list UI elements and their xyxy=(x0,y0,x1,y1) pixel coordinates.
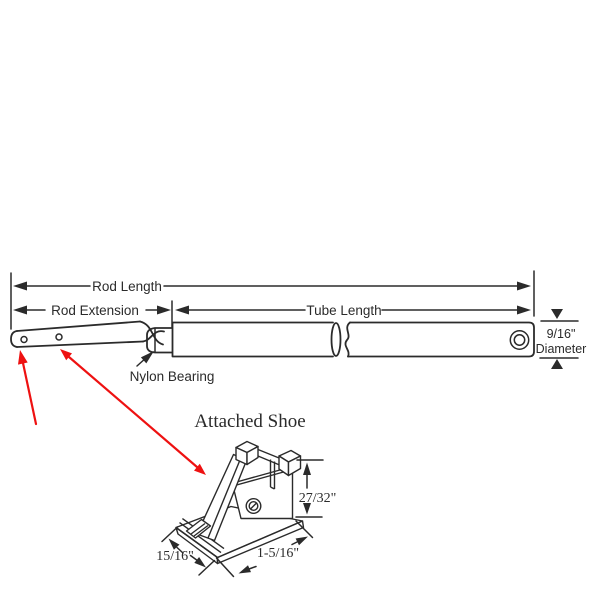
shoe-cube-right xyxy=(287,455,302,477)
bearing-outline xyxy=(146,327,173,354)
rod-top-edge xyxy=(16,320,141,332)
shoe-cam-outer xyxy=(245,498,262,515)
tube-length-dimension: Tube Length xyxy=(175,303,531,318)
arrowhead-left-icon xyxy=(13,305,27,315)
arrowhead-left-icon xyxy=(175,305,189,315)
red-arrowhead-icon xyxy=(18,350,28,365)
tube-break-end xyxy=(330,322,342,357)
red-arrowhead-icon xyxy=(194,463,206,475)
dim-shaft xyxy=(248,565,257,570)
bearing-drawing xyxy=(146,327,173,354)
tube-length-label: Tube Length xyxy=(306,303,381,318)
shoe-width-dimension: 1-5/16" xyxy=(215,520,314,578)
rod-taper-lower xyxy=(142,330,165,343)
dim-tick xyxy=(198,559,216,576)
shoe-cam-slot xyxy=(250,502,257,510)
shoe-cam-inner xyxy=(248,501,259,512)
rod-bottom-edge xyxy=(16,340,144,348)
arrowhead-icon xyxy=(168,538,180,550)
rod-taper-upper xyxy=(139,320,164,346)
attached-shoe-title: Attached Shoe xyxy=(194,411,305,432)
rod-rivet-hole xyxy=(20,335,28,344)
arrowhead-icon xyxy=(238,565,251,574)
rod-extension-dimension: Rod Extension xyxy=(13,303,171,318)
shoe-drawing xyxy=(175,440,305,565)
arrowhead-right-icon xyxy=(517,281,531,291)
tube-drawing xyxy=(171,321,535,358)
arrowhead-icon xyxy=(140,351,154,364)
tube-end-hole-outer xyxy=(509,330,530,350)
arrowhead-icon xyxy=(194,557,206,568)
arrowhead-left-icon xyxy=(13,281,27,291)
dim-tick xyxy=(215,557,235,578)
nylon-bearing-label: Nylon Bearing xyxy=(130,369,215,384)
shoe-strut-foot-lines xyxy=(190,522,209,537)
diameter-value-label: 9/16" xyxy=(547,327,576,341)
diameter-annotation: 9/16" Diameter xyxy=(536,309,587,369)
shoe-pin xyxy=(269,459,276,490)
red-pointer-line-double xyxy=(67,355,199,469)
tube-end-hole-inner xyxy=(513,334,526,346)
rod-left-cap xyxy=(10,330,18,348)
dim-tick xyxy=(161,526,179,543)
shoe-post-right xyxy=(246,445,259,466)
arrow-up-icon xyxy=(303,462,311,475)
arrow-down-icon xyxy=(551,309,563,319)
red-pointer-line xyxy=(21,361,38,426)
pointer-arrows xyxy=(18,349,206,475)
shoe-side-plate xyxy=(232,468,294,520)
arrow-up-icon xyxy=(551,359,563,369)
shoe-strut-ridge xyxy=(207,457,242,539)
dim-shaft xyxy=(291,541,298,546)
rod-rivet-hole xyxy=(55,333,63,341)
arrowhead-right-icon xyxy=(157,305,171,315)
dim-shaft xyxy=(176,546,184,554)
tube-break-squiggle xyxy=(344,321,351,358)
dim-tick xyxy=(295,520,314,539)
arrowhead-right-icon xyxy=(517,305,531,315)
tube-segment-left xyxy=(171,321,334,358)
arrowhead-icon xyxy=(295,536,308,546)
tube-segment-right xyxy=(347,321,535,358)
shoe-height-label: 27/32" xyxy=(299,491,337,506)
rod-extension-label: Rod Extension xyxy=(51,303,139,318)
rod-length-dimension: Rod Length xyxy=(13,279,531,294)
diameter-word-label: Diameter xyxy=(536,342,587,356)
shoe-depth-label: 15/16" xyxy=(156,549,194,564)
arrow-down-icon xyxy=(303,503,311,515)
shoe-height-dimension: 27/32" xyxy=(295,459,337,518)
nylon-bearing-callout: Nylon Bearing xyxy=(130,351,215,384)
dimension-extension-ticks xyxy=(10,270,535,330)
shoe-depth-dimension: 15/16" xyxy=(156,526,216,576)
shoe-width-label: 1-5/16" xyxy=(257,546,299,561)
rod-length-label: Rod Length xyxy=(92,279,162,294)
rod-drawing xyxy=(10,320,165,348)
red-arrowhead-icon xyxy=(60,349,72,361)
